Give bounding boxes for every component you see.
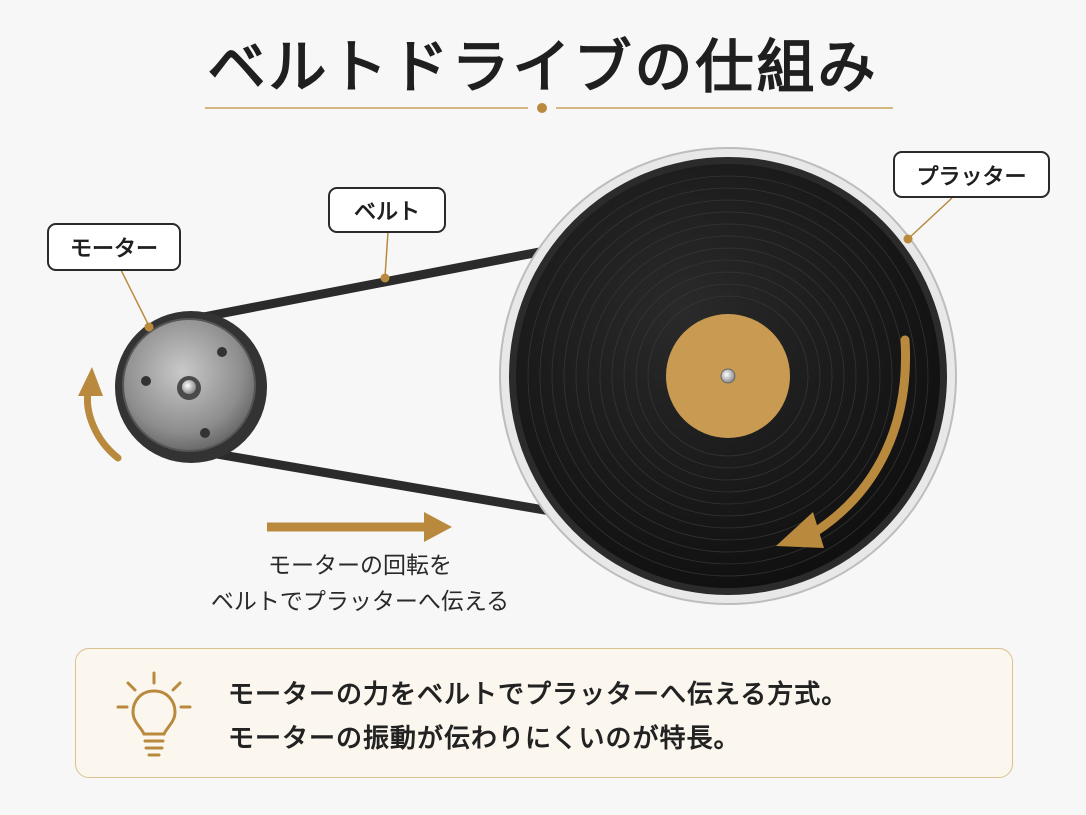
belt-drive-diagram: [78, 103, 957, 605]
leader-lines: [120, 197, 953, 332]
note-line-2: モーターの振動が伝わりにくいのが特長。: [228, 724, 741, 754]
platter-rotation-arrow: [776, 335, 911, 548]
motor-pulley: [115, 311, 267, 463]
motor-shaft: [182, 380, 196, 394]
motor-rotation-arrow: [78, 367, 122, 462]
caption-line-2: ベルトでプラッターへ伝える: [210, 589, 510, 615]
note-text: モーターの力をベルトでプラッターへ伝える方式。 モーターの振動が伝わりにくいのが…: [228, 673, 848, 761]
page-title: ベルトドライブの仕組み: [207, 33, 879, 101]
lightbulb-icon: [116, 671, 192, 757]
belt-label: ベルト: [328, 187, 446, 233]
note-line-1: モーターの力をベルトでプラッターへ伝える方式。: [228, 680, 849, 710]
platter: [499, 147, 957, 605]
info-note: モーターの力をベルトでプラッターへ伝える方式。 モーターの振動が伝わりにくいのが…: [75, 648, 1013, 778]
belt: [188, 243, 565, 517]
diagram-caption: モーターの回転を ベルトでプラッターへ伝える: [170, 548, 550, 620]
platter-label: プラッター: [893, 151, 1050, 198]
motor-label: モーター: [47, 223, 181, 271]
title-divider: [205, 103, 893, 113]
direction-arrow: [267, 512, 452, 542]
spindle: [720, 368, 736, 384]
caption-line-1: モーターの回転を: [268, 553, 452, 579]
